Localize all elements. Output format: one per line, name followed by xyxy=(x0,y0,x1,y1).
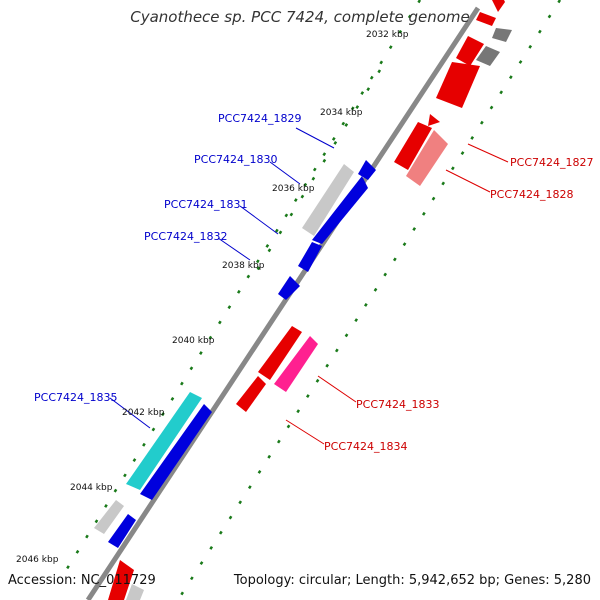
gene-block xyxy=(476,12,496,26)
gene-label-pcc7424-1828[interactable]: PCC7424_1828 xyxy=(490,188,573,201)
gene-block xyxy=(258,326,302,380)
scale-labels: 2032 kbp 2034 kbp 2036 kbp 2038 kbp 2040… xyxy=(16,30,409,565)
gene-block xyxy=(140,404,212,500)
gene-label-pcc7424-1832[interactable]: PCC7424_1832 xyxy=(144,230,227,243)
gene-block xyxy=(302,164,354,236)
genome-backbone xyxy=(85,6,481,600)
gene-label-pcc7424-1830[interactable]: PCC7424_1830 xyxy=(194,153,277,166)
gene-label-pcc7424-1829[interactable]: PCC7424_1829 xyxy=(218,112,301,125)
gene-label-pcc7424-1833[interactable]: PCC7424_1833 xyxy=(356,398,439,411)
scale-label: 2046 kbp xyxy=(16,555,59,565)
gene-block xyxy=(126,392,202,490)
scale-label: 2034 kbp xyxy=(320,108,363,118)
gene-label-pcc7424-1831[interactable]: PCC7424_1831 xyxy=(164,198,247,211)
genome-summary-text: Topology: circular; Length: 5,942,652 bp… xyxy=(233,573,591,588)
gene-block xyxy=(126,584,144,600)
gene-block xyxy=(278,276,300,300)
gene-block xyxy=(94,500,124,534)
accession-text: Accession: NC_011729 xyxy=(8,573,156,588)
gene-block xyxy=(456,36,484,66)
gene-block xyxy=(406,130,448,186)
scale-label: 2044 kbp xyxy=(70,483,113,493)
gene-block xyxy=(312,176,368,244)
scale-label: 2040 kbp xyxy=(172,336,215,346)
gene-block xyxy=(492,28,512,42)
gene-block xyxy=(394,122,432,170)
scale-label: 2032 kbp xyxy=(366,30,409,40)
gene-block xyxy=(492,0,505,12)
gene-block xyxy=(274,336,318,392)
gene-block xyxy=(428,114,440,126)
scale-ticks xyxy=(58,0,562,600)
gene-label-pcc7424-1834[interactable]: PCC7424_1834 xyxy=(324,440,407,453)
label-pointers xyxy=(109,127,509,445)
gene-block xyxy=(476,46,500,66)
gene-block xyxy=(236,376,266,412)
gene-labels: PCC7424_1827 PCC7424_1828 PCC7424_1829 P… xyxy=(34,112,593,453)
gene-block xyxy=(108,560,134,600)
gene-block xyxy=(436,62,480,108)
map-title: Cyanothece sp. PCC 7424, complete genome xyxy=(130,8,470,26)
gene-block xyxy=(358,160,376,180)
gene-features xyxy=(94,0,512,600)
scale-label: 2038 kbp xyxy=(222,261,265,271)
gene-label-pcc7424-1827[interactable]: PCC7424_1827 xyxy=(510,156,593,169)
gene-label-pcc7424-1835[interactable]: PCC7424_1835 xyxy=(34,391,117,404)
scale-label: 2042 kbp xyxy=(122,408,165,418)
gene-block xyxy=(298,242,322,272)
gene-block xyxy=(108,514,136,548)
scale-label: 2036 kbp xyxy=(272,184,315,194)
